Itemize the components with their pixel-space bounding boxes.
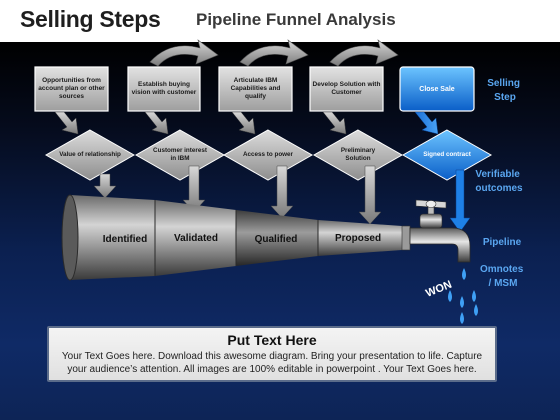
outcome-label-access: Access to power bbox=[242, 151, 294, 158]
outcome-to-funnel-arrows bbox=[93, 165, 382, 225]
curved-arrows bbox=[149, 39, 399, 67]
outcome-diamonds: Value of relationship Customer interest … bbox=[44, 129, 493, 181]
water-drop-icon bbox=[448, 290, 452, 302]
outcome-diamond-signed: Signed contract bbox=[401, 129, 493, 181]
funnel-section bbox=[155, 200, 236, 276]
funnel-section bbox=[236, 210, 318, 266]
step-box: Develop Solution with Customer bbox=[309, 66, 384, 112]
faucet-icon bbox=[401, 199, 471, 263]
step-box-close-sale: Close Sale bbox=[399, 66, 475, 112]
step-label-articulate: Articulate IBM Capabilities and qualify bbox=[230, 77, 281, 100]
down-right-arrow-icon bbox=[322, 111, 347, 135]
down-arrow-icon bbox=[358, 165, 382, 225]
down-arrow-blue-icon bbox=[449, 169, 471, 233]
page-title: Selling Steps bbox=[20, 6, 161, 32]
water-drop-icon bbox=[460, 296, 464, 308]
outcome-label-interest: Customer interest in IBM bbox=[153, 147, 207, 162]
side-label-pipeline: Pipeline bbox=[483, 237, 522, 248]
funnel-stage-label: Identified bbox=[103, 234, 147, 245]
outcome-diamond: Access to power bbox=[222, 129, 314, 181]
water-drop-icon bbox=[462, 268, 466, 280]
page-subtitle: Pipeline Funnel Analysis bbox=[196, 10, 396, 29]
water-drop-icon bbox=[474, 304, 478, 316]
side-label-selling-step: Selling Step bbox=[487, 78, 523, 103]
step-box: Opportunities from account plan or other… bbox=[34, 66, 109, 112]
down-right-arrow-icon bbox=[144, 111, 169, 135]
step-label-opportunities: Opportunities from account plan or other… bbox=[38, 77, 105, 100]
step-boxes: Opportunities from account plan or other… bbox=[34, 66, 475, 112]
down-arrow-icon bbox=[270, 165, 294, 219]
outcome-diamond: Customer interest in IBM bbox=[134, 129, 226, 181]
side-label-verifiable-outcomes: Verifiable outcomes bbox=[475, 169, 523, 194]
step-label-develop: Develop Solution with Customer bbox=[312, 81, 381, 96]
side-label-omnotes: Omnotes / MSM bbox=[480, 264, 526, 289]
step-to-outcome-arrows bbox=[54, 111, 439, 135]
down-right-arrow-icon bbox=[231, 111, 256, 135]
text-box-title: Put Text Here bbox=[227, 332, 317, 348]
outcome-diamond: Preliminary Solution bbox=[312, 129, 404, 181]
water-drop-icon bbox=[460, 312, 464, 324]
curved-arrow-icon bbox=[149, 39, 219, 67]
step-box: Articulate IBM Capabilities and qualify bbox=[218, 66, 293, 112]
text-placeholder-box: Put Text Here Your Text Goes here. Downl… bbox=[47, 326, 497, 382]
funnel-stage-label: Proposed bbox=[335, 233, 381, 244]
curved-arrow-icon bbox=[239, 39, 309, 67]
funnel: Identified Validated Qualified Proposed bbox=[61, 194, 402, 281]
outcome-label-signed: Signed contract bbox=[423, 151, 471, 158]
outcome-label-preliminary: Preliminary Solution bbox=[340, 147, 376, 162]
outcome-label-value: Value of relationship bbox=[59, 151, 121, 158]
water-drops bbox=[448, 268, 478, 324]
funnel-stage-label: Validated bbox=[174, 233, 218, 244]
step-box: Establish buying vision with customer bbox=[127, 66, 201, 112]
water-drop-icon bbox=[472, 290, 476, 302]
header: Selling Steps Pipeline Funnel Analysis bbox=[0, 0, 560, 42]
funnel-stage-label: Qualified bbox=[255, 234, 298, 245]
funnel-mouth bbox=[61, 194, 79, 281]
step-label-close-sale: Close Sale bbox=[419, 85, 455, 93]
text-box-body: Your Text Goes here. Download this aweso… bbox=[61, 351, 483, 375]
outcome-diamond: Value of relationship bbox=[44, 129, 136, 181]
funnel-section bbox=[318, 220, 402, 256]
down-right-arrow-icon bbox=[414, 111, 439, 135]
funnel-section bbox=[70, 195, 155, 280]
down-arrow-icon bbox=[93, 173, 117, 199]
down-right-arrow-icon bbox=[54, 111, 79, 135]
curved-arrow-icon bbox=[329, 39, 399, 67]
step-label-establish: Establish buying vision with customer bbox=[131, 81, 197, 96]
